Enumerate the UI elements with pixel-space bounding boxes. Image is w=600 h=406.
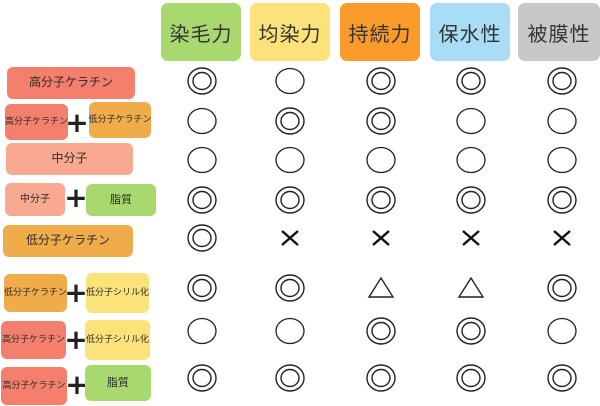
triangle-mark bbox=[457, 276, 485, 298]
cross-mark bbox=[281, 230, 299, 246]
column-header-kinsenryoku: 均染力 bbox=[250, 3, 330, 61]
double-circle-mark bbox=[275, 107, 305, 135]
double-circle-mark bbox=[456, 317, 486, 345]
ingredient-lipid: 脂質 bbox=[86, 184, 156, 216]
circle-mark bbox=[547, 317, 577, 345]
ingredient-low-molecular-silylated: 低分子シリル化 bbox=[86, 273, 149, 313]
double-circle-mark bbox=[187, 67, 217, 95]
ingredient-low-molecular-keratin: 低分子ケラチン bbox=[89, 102, 152, 138]
ingredient-low-molecular-silylated: 低分子シリル化 bbox=[85, 320, 150, 360]
ingredient-lipid: 脂質 bbox=[85, 365, 151, 401]
column-header-senmouryoku: 染毛力 bbox=[161, 3, 241, 61]
plus-sign: + bbox=[64, 323, 88, 356]
double-circle-mark bbox=[366, 317, 396, 345]
cross-mark bbox=[372, 230, 390, 246]
ingredient-medium-molecular: 中分子 bbox=[6, 143, 133, 175]
double-circle-mark bbox=[547, 274, 577, 302]
plus-sign: + bbox=[64, 181, 88, 214]
cross-mark bbox=[462, 230, 480, 246]
column-header-jizokuryoku: 持続力 bbox=[340, 3, 420, 61]
double-circle-mark bbox=[187, 274, 217, 302]
ingredient-high-molecular-keratin: 高分子ケラチン bbox=[1, 321, 66, 359]
circle-mark bbox=[456, 146, 486, 174]
circle-mark bbox=[275, 67, 305, 95]
cross-mark bbox=[553, 230, 571, 246]
plus-sign: + bbox=[64, 276, 88, 309]
plus-sign: + bbox=[65, 106, 89, 139]
double-circle-mark bbox=[456, 186, 486, 214]
ingredient-low-molecular-keratin: 低分子ケラチン bbox=[3, 225, 133, 257]
circle-mark bbox=[547, 146, 577, 174]
double-circle-mark bbox=[275, 186, 305, 214]
circle-mark bbox=[187, 146, 217, 174]
circle-mark bbox=[275, 146, 305, 174]
double-circle-mark bbox=[547, 364, 577, 392]
triangle-mark bbox=[367, 276, 395, 298]
ingredient-high-molecular-keratin: 高分子ケラチン bbox=[7, 67, 135, 99]
double-circle-mark bbox=[456, 67, 486, 95]
double-circle-mark bbox=[366, 364, 396, 392]
double-circle-mark bbox=[366, 107, 396, 135]
double-circle-mark bbox=[187, 364, 217, 392]
double-circle-mark bbox=[547, 186, 577, 214]
column-header-himakusei: 被膜性 bbox=[518, 3, 600, 61]
double-circle-mark bbox=[366, 186, 396, 214]
double-circle-mark bbox=[187, 186, 217, 214]
circle-mark bbox=[456, 107, 486, 135]
circle-mark bbox=[187, 107, 217, 135]
double-circle-mark bbox=[275, 364, 305, 392]
circle-mark bbox=[547, 107, 577, 135]
ingredient-medium-molecular: 中分子 bbox=[5, 183, 65, 216]
double-circle-mark bbox=[547, 67, 577, 95]
ingredient-high-molecular-keratin: 高分子ケラチン bbox=[1, 367, 67, 405]
circle-mark bbox=[187, 317, 217, 345]
ingredient-low-molecular-keratin: 低分子ケラチン bbox=[4, 274, 67, 312]
ingredient-high-molecular-keratin: 高分子ケラチン bbox=[5, 104, 68, 140]
circle-mark bbox=[366, 146, 396, 174]
double-circle-mark bbox=[366, 67, 396, 95]
plus-sign: + bbox=[65, 368, 89, 401]
double-circle-mark bbox=[187, 224, 217, 252]
double-circle-mark bbox=[275, 274, 305, 302]
double-circle-mark bbox=[456, 364, 486, 392]
column-header-hosuisei: 保水性 bbox=[430, 3, 510, 61]
circle-mark bbox=[275, 317, 305, 345]
